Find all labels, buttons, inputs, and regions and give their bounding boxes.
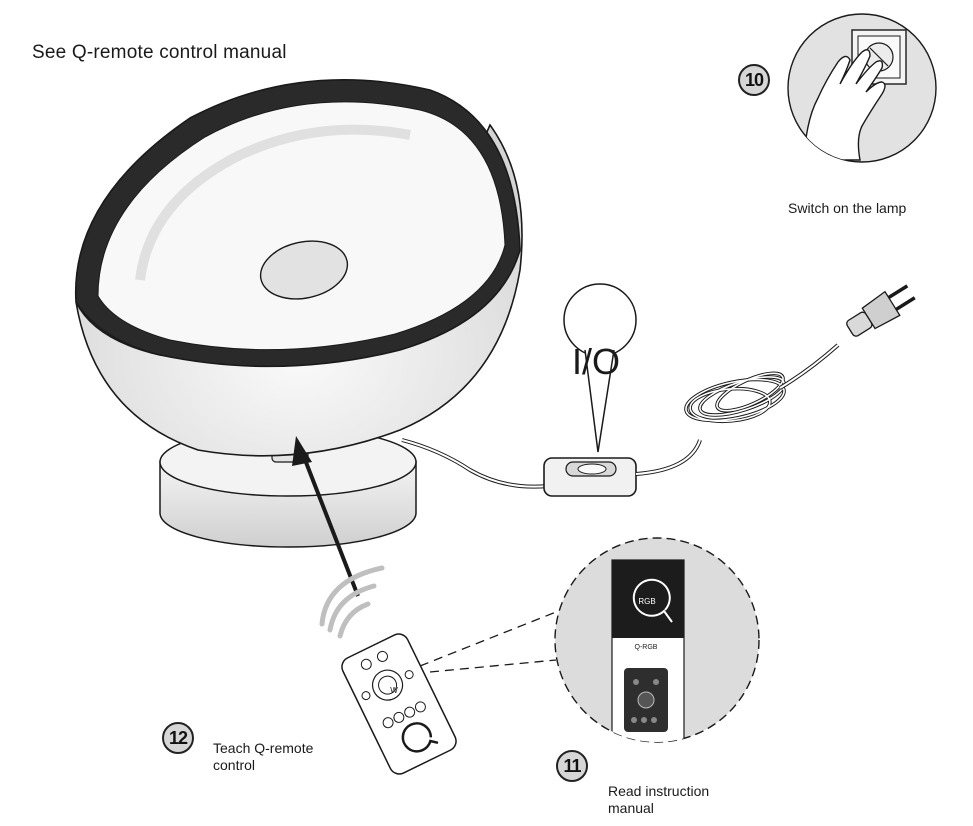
signal-arrow	[292, 436, 360, 597]
remote-number-buttons	[382, 701, 426, 729]
step-10-label: Switch on the lamp	[788, 200, 907, 216]
manual-brand-text: RGB	[638, 597, 655, 606]
manual-closeup	[554, 537, 760, 743]
step-10-badge: 10	[738, 64, 770, 96]
power-cord	[635, 343, 840, 476]
step-12-badge: 12	[162, 722, 194, 754]
step-11-badge: 11	[556, 750, 588, 782]
wireless-signal-icon	[319, 565, 385, 639]
remote-control-icon	[341, 633, 457, 775]
inline-switch	[543, 283, 637, 497]
step-11-label: Read instruction manual	[608, 783, 710, 816]
switch-label: I/O	[572, 341, 620, 382]
manual-code-text: Q-RGB	[635, 644, 658, 651]
wall-switch-illustration	[787, 13, 937, 163]
remote-center-label: W	[390, 686, 398, 695]
step-12-label: Teach Q-remote control	[213, 740, 314, 773]
hand-pressing-wall-switch-icon	[803, 49, 886, 161]
lamp-shade	[74, 79, 523, 457]
power-plug	[846, 284, 916, 337]
projection-lines	[419, 611, 557, 673]
header-see-manual: See Q-remote control manual	[32, 42, 287, 63]
